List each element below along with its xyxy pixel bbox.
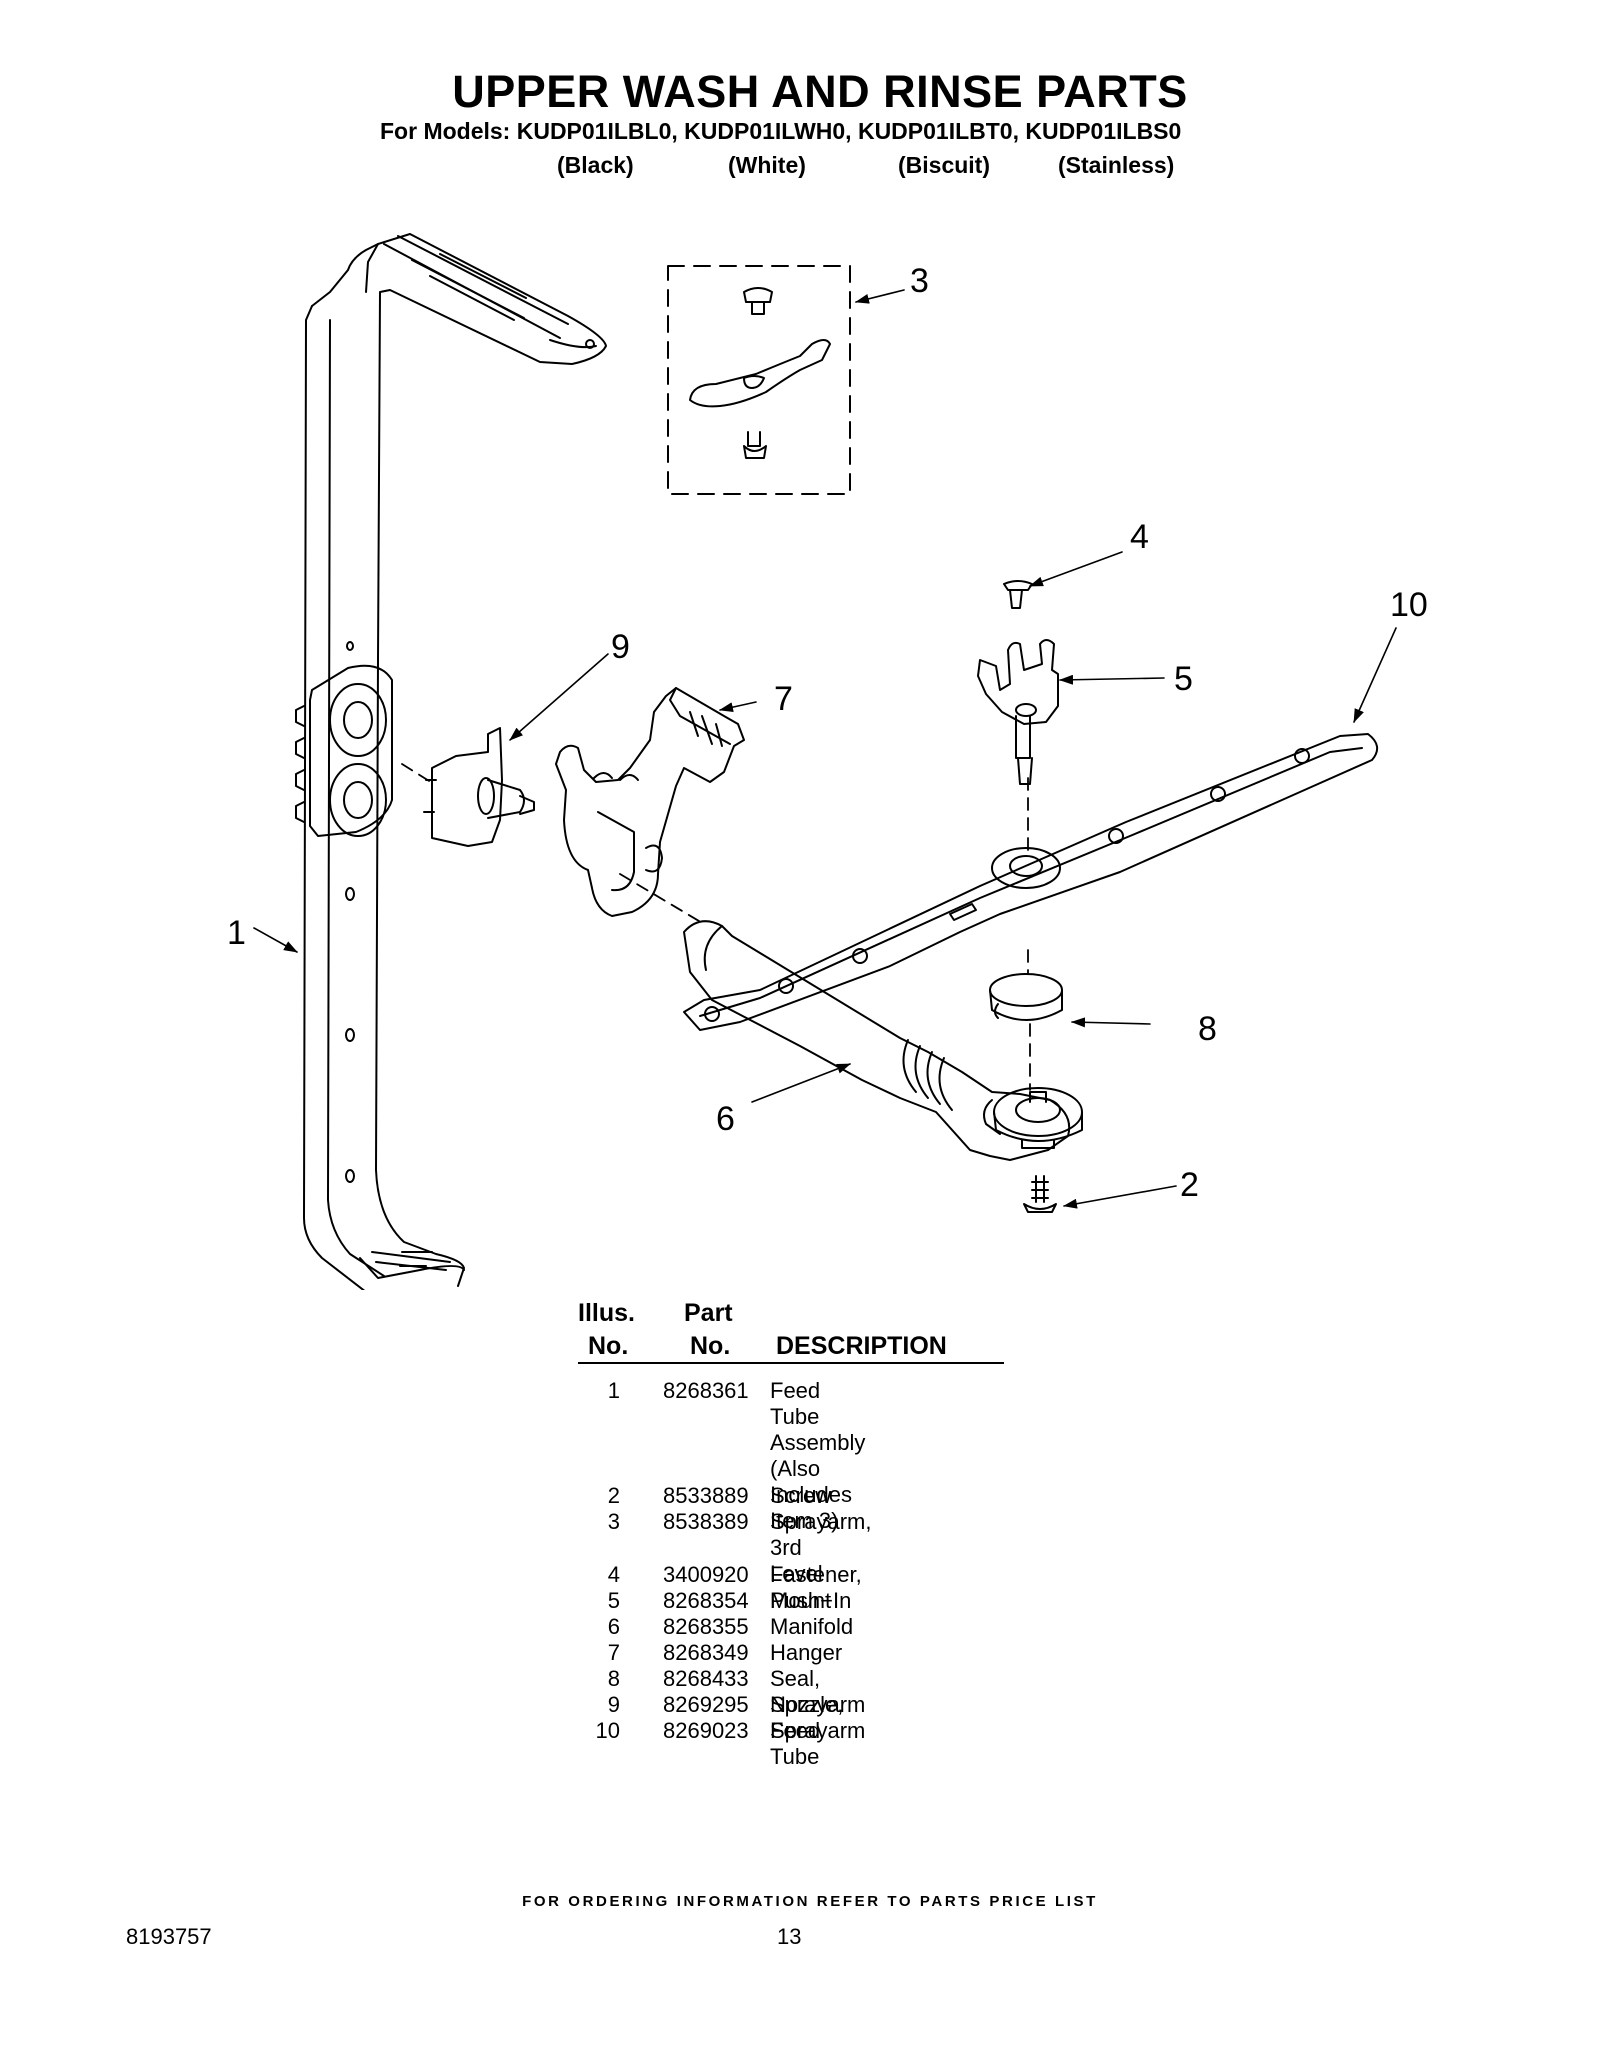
part-number: 8269023 — [663, 1718, 749, 1743]
illus-number: 5 — [607, 1588, 620, 1613]
feed-tube-assembly — [295, 233, 607, 1290]
col-illus-header-1: Illus. — [578, 1299, 635, 1327]
manifold-hub — [993, 1087, 1083, 1149]
part-description: Hanger — [770, 1640, 843, 1665]
part-description: Fastener, Push−In — [770, 1562, 862, 1613]
screw — [1023, 1175, 1057, 1213]
col-illus-header-2: No. — [588, 1332, 629, 1360]
parts-diagram: 1 2 3 4 5 6 7 8 9 10 — [227, 233, 1428, 1290]
page-number: 13 — [777, 1924, 802, 1949]
part-description: Manifold — [770, 1614, 854, 1639]
illus-number: 8 — [607, 1666, 620, 1691]
page-title: UPPER WASH AND RINSE PARTS — [452, 66, 1188, 117]
part-description: Seal, Sprayarm — [770, 1666, 866, 1717]
part-number: 3400920 — [663, 1562, 749, 1587]
illus-number: 3 — [607, 1509, 620, 1534]
color-stainless-label: (Stainless) — [1058, 152, 1175, 178]
illus-number: 9 — [607, 1692, 620, 1717]
part-number: 8268349 — [663, 1640, 749, 1665]
callout-8: 8 — [1198, 1010, 1217, 1048]
color-white-label: (White) — [728, 152, 806, 178]
illus-number: 7 — [607, 1640, 620, 1665]
callout-7: 7 — [774, 680, 793, 718]
col-desc-header: DESCRIPTION — [776, 1332, 947, 1360]
callout-10: 10 — [1390, 586, 1428, 624]
color-biscuit-label: (Biscuit) — [898, 152, 990, 178]
part-description: Sprayarm, 3rd Level — [770, 1509, 872, 1586]
col-part-header-2: No. — [690, 1332, 731, 1360]
table-header-rule — [578, 1362, 1004, 1364]
part-number: 8268354 — [663, 1588, 749, 1613]
part-number: 8268355 — [663, 1614, 749, 1639]
callout-9: 9 — [611, 628, 630, 666]
model-list: For Models: KUDP01ILBL0, KUDP01ILWH0, KU… — [380, 118, 1182, 144]
part-number: 8269295 — [663, 1692, 749, 1717]
mount — [977, 639, 1059, 785]
feed-tube-nozzle — [423, 727, 535, 847]
part-description: Feed Tube Assembly (Also Includes Item 3… — [770, 1378, 866, 1533]
part-number: 8268361 — [663, 1378, 749, 1403]
col-part-header-1: Part — [684, 1299, 733, 1327]
part-number: 8268433 — [663, 1666, 749, 1691]
sprayarm-seal — [989, 973, 1063, 1021]
part-number: 8533889 — [663, 1483, 749, 1508]
document-number: 8193757 — [126, 1924, 212, 1949]
illus-number: 4 — [607, 1562, 620, 1587]
illus-number: 2 — [607, 1483, 620, 1508]
hanger — [555, 687, 745, 917]
push-in-fastener — [1003, 580, 1033, 609]
part-description: Nozzle, Feed Tube — [770, 1692, 844, 1769]
manifold — [683, 920, 1071, 1161]
callout-2: 2 — [1180, 1166, 1199, 1204]
ordering-note: FOR ORDERING INFORMATION REFER TO PARTS … — [522, 1893, 1098, 1910]
part-description: Mount — [770, 1588, 832, 1613]
upper-sprayarm — [683, 733, 1379, 1031]
illus-number: 1 — [607, 1378, 620, 1403]
illus-number: 6 — [607, 1614, 620, 1639]
callout-4: 4 — [1130, 518, 1149, 556]
color-black-label: (Black) — [557, 152, 634, 178]
callout-1: 1 — [227, 914, 246, 952]
part-description: Screw — [770, 1483, 832, 1508]
callout-3: 3 — [910, 262, 929, 300]
illus-number: 10 — [595, 1718, 620, 1743]
callout-6: 6 — [716, 1100, 735, 1138]
part-number: 8538389 — [663, 1509, 749, 1534]
part-description: Sprayarm — [770, 1718, 866, 1743]
sprayarm-3rd-level-group — [667, 265, 851, 495]
callout-5: 5 — [1174, 660, 1193, 698]
